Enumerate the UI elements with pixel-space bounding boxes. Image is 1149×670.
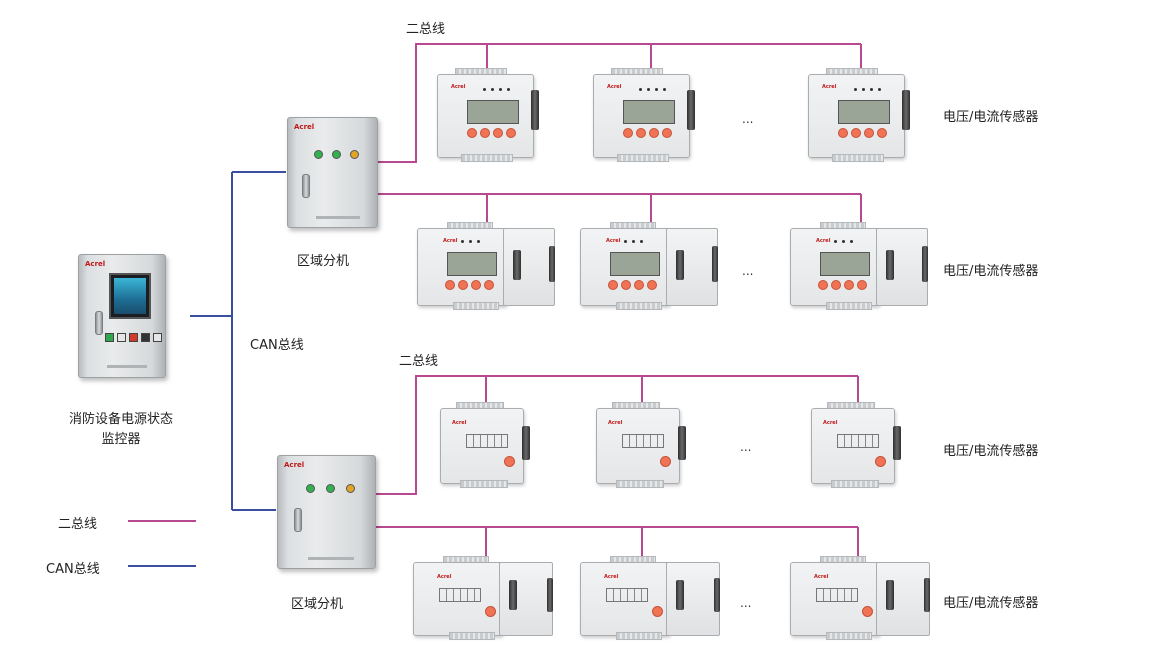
- sensor-module: Acrel: [808, 68, 912, 162]
- lcd-display: [467, 100, 519, 124]
- sensor-module: Acrel: [593, 68, 697, 162]
- indicator: [504, 456, 515, 467]
- indicator: [862, 606, 873, 617]
- lcd-display: [447, 252, 497, 276]
- keypad: [623, 128, 672, 138]
- status-lamp-green: [306, 484, 315, 493]
- status-lamp-green: [332, 150, 341, 159]
- nameplate: [308, 557, 354, 560]
- zone-cabinet-2: Acrel: [277, 455, 376, 569]
- keypad: [445, 280, 494, 290]
- cabinet-handle: [302, 174, 310, 198]
- sensor-module-double: Acrel: [417, 222, 557, 310]
- terminal-grid: [622, 434, 664, 448]
- can-bus-label: CAN总线: [250, 338, 304, 353]
- acrel-logo: Acrel: [284, 461, 305, 469]
- zone2-label: 区域分机: [291, 597, 344, 612]
- legend-bus2-label: 二总线: [58, 517, 98, 532]
- bus2-label-top: 二总线: [406, 22, 446, 37]
- lcd-display: [610, 252, 660, 276]
- zone1-label: 区域分机: [297, 254, 350, 269]
- cabinet-handle: [294, 508, 302, 532]
- monitor-label-line2: 监控器: [101, 432, 141, 447]
- monitor-screen: [109, 273, 151, 319]
- ellipsis-row2: ...: [742, 264, 754, 278]
- keypad: [608, 280, 657, 290]
- terminal-grid: [439, 588, 481, 602]
- status-lamp-yellow: [346, 484, 355, 493]
- terminal-grid: [606, 588, 648, 602]
- sensor-module-compact-double: Acrel: [413, 556, 555, 640]
- status-lamp-yellow: [350, 150, 359, 159]
- keypad: [467, 128, 516, 138]
- zone-cabinet-1: Acrel: [287, 117, 378, 228]
- legend-lines: [128, 520, 196, 567]
- monitor-label-line1: 消防设备电源状态: [68, 412, 173, 427]
- acrel-logo: Acrel: [85, 260, 106, 268]
- monitor-buttons: [105, 333, 162, 342]
- lcd-display: [838, 100, 890, 124]
- sensor-module-compact-double: Acrel: [790, 556, 932, 640]
- monitor-cabinet: Acrel: [78, 254, 166, 378]
- cabinet-handle: [95, 311, 103, 335]
- ellipsis-row4: ...: [740, 596, 752, 610]
- sensor-label-row4: 电压/电流传感器: [943, 596, 1039, 611]
- terminal-grid: [816, 588, 858, 602]
- sensor-module-double: Acrel: [790, 222, 930, 310]
- keypad: [838, 128, 887, 138]
- lcd-display: [820, 252, 870, 276]
- sensor-module-compact: Acrel: [440, 402, 532, 488]
- terminal-grid: [466, 434, 508, 448]
- lcd-display: [623, 100, 675, 124]
- sensor-module: Acrel: [437, 68, 541, 162]
- indicator: [652, 606, 663, 617]
- status-lamp-green: [326, 484, 335, 493]
- keypad: [818, 280, 867, 290]
- sensor-label-row3: 电压/电流传感器: [943, 444, 1039, 459]
- nameplate: [107, 365, 147, 368]
- sensor-module-compact: Acrel: [811, 402, 903, 488]
- ellipsis-row1: ...: [742, 112, 754, 126]
- sensor-label-row2: 电压/电流传感器: [943, 264, 1039, 279]
- terminal-grid: [837, 434, 879, 448]
- indicator: [485, 606, 496, 617]
- sensor-label-row1: 电压/电流传感器: [943, 110, 1039, 125]
- sensor-module-double: Acrel: [580, 222, 720, 310]
- acrel-logo: Acrel: [294, 123, 315, 131]
- ellipsis-row3: ...: [740, 440, 752, 454]
- indicator: [660, 456, 671, 467]
- legend-can-label: CAN总线: [46, 562, 100, 577]
- nameplate: [316, 216, 360, 219]
- sensor-module-compact-double: Acrel: [580, 556, 722, 640]
- indicator: [875, 456, 886, 467]
- bus2-label-mid: 二总线: [399, 354, 439, 369]
- status-lamp-green: [314, 150, 323, 159]
- sensor-module-compact: Acrel: [596, 402, 688, 488]
